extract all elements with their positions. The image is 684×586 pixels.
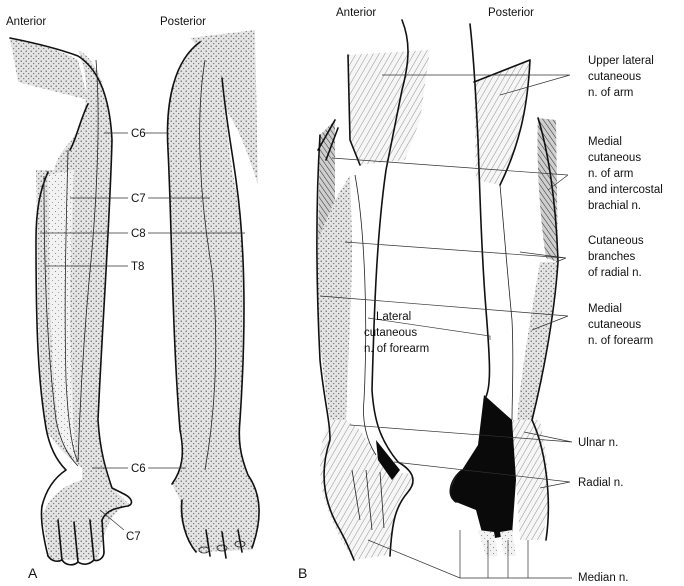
posterior-arm-stipple [167,42,260,552]
upper-lateral-label: Upper lateral cutaneous n. of arm [588,55,654,99]
anterior-arm-b [316,19,430,561]
anterior-b-outline-lateral [371,19,414,557]
palm-lines [351,469,385,531]
medial-forearm-leader [319,295,569,331]
upper-lateral-line-1: Upper lateral [588,55,654,67]
ulnar-region-posterior [512,420,549,540]
medial-arm-line-3: n. of arm [588,168,633,180]
medial-forearm-label: Medial cutaneous n. of forearm [588,303,653,347]
radial-branches-leader [344,241,567,263]
axilla-b [317,119,339,161]
medial-arm-line-1: Medial [588,136,622,148]
panel-b-letter: B [298,565,307,581]
nail-2 [216,544,228,552]
thumb-posterior-b [449,469,463,503]
arm-stipple [36,50,130,560]
ulnar-region-anterior [320,420,415,560]
upper-lateral-region-anterior [348,50,430,165]
medial-arm-line-4: and intercostal [588,184,663,196]
lateral-forearm-line-3: n. of forearm [364,343,429,355]
radial-branches-label: Cutaneous branches of radial n. [588,235,644,279]
arm-outline-medial [35,171,67,507]
panel-a: Anterior Posterior [6,16,260,581]
posterior-fingers [180,499,243,559]
median-leader [367,530,572,579]
ulnar-leader [349,424,573,443]
medial-forearm-region-posterior [516,262,558,430]
upper-lateral-region-posterior [474,60,530,185]
medial-arm-leader [331,157,569,191]
fingertips-a [47,551,105,566]
posterior-b-outline-medial [473,59,559,541]
posterior-shoulder-stipple [190,30,258,185]
upper-lateral-line-2: cutaneous [588,71,641,83]
lateral-forearm-line-2: cutaneous [364,327,417,339]
radial-leader [393,461,571,489]
panel-a-letter: A [28,565,38,581]
radial-region-anterior [376,440,400,480]
medial-forearm-line-1: Medial [588,303,622,315]
posterior-b-inner-line [499,184,514,421]
label-c8: C8 [131,228,146,240]
panel-b-posterior-label: Posterior [488,7,534,19]
posterior-boundary [199,59,217,471]
upper-lateral-line-3: n. of arm [588,87,633,99]
nail-1 [198,546,210,554]
anterior-arm-a [9,37,133,566]
panel-b-anterior-label: Anterior [336,7,376,19]
finger-lines-a [40,505,105,563]
arm-outline-lateral [9,37,133,521]
posterior-outline-lateral [166,41,201,485]
lateral-forearm-line-1: Lateral [376,311,411,323]
label-c7-hand: C7 [126,531,141,543]
posterior-b-outline-lateral [469,23,491,401]
medial-arm-line-5: brachial n. [588,200,641,212]
medial-arm-line-2: cutaneous [588,152,641,164]
radial-branches-line-3: of radial n. [588,267,642,279]
label-c6: C6 [131,128,146,140]
radial-label: Radial n. [578,477,623,489]
c7-hand-leader [99,509,125,531]
upper-lateral-leader [382,74,571,96]
label-t8: T8 [131,261,144,273]
ulnar-label: Ulnar n. [578,437,618,449]
c7-band [48,170,76,462]
medial-forearm-line-2: cutaneous [588,319,641,331]
panel-a-posterior-label: Posterior [160,16,206,28]
lateral-forearm-label: Lateral cutaneous n. of forearm [364,311,429,355]
radial-branches-line-1: Cutaneous [588,235,644,247]
label-c6-hand: C6 [131,463,146,475]
lateral-forearm-leader [367,317,491,340]
median-fingertips-posterior [478,530,516,556]
shoulder-dermatome [10,38,88,100]
posterior-arm-b [449,23,559,556]
radial-branches-line-2: branches [588,251,636,263]
medial-arm-label: Medial cutaneous n. of arm and intercost… [588,136,663,212]
medial-arm-region-posterior [537,118,558,262]
c7-c8-boundary [64,149,79,463]
axilla-line [69,103,89,151]
nail-3 [234,540,246,548]
posterior-arm-a [166,30,260,559]
anterior-b-outline-medial [316,54,361,561]
median-label: Median n. [578,572,629,584]
panel-b: Anterior Posterior [298,7,663,584]
c6-c7-boundary [77,59,99,463]
lateral-forearm-boundary [354,174,377,456]
panel-a-anterior-label: Anterior [6,16,46,28]
radial-region-posterior [450,395,520,540]
posterior-outline-medial [221,77,260,549]
label-c7: C7 [131,193,146,205]
medial-forearm-line-3: n. of forearm [588,335,653,347]
